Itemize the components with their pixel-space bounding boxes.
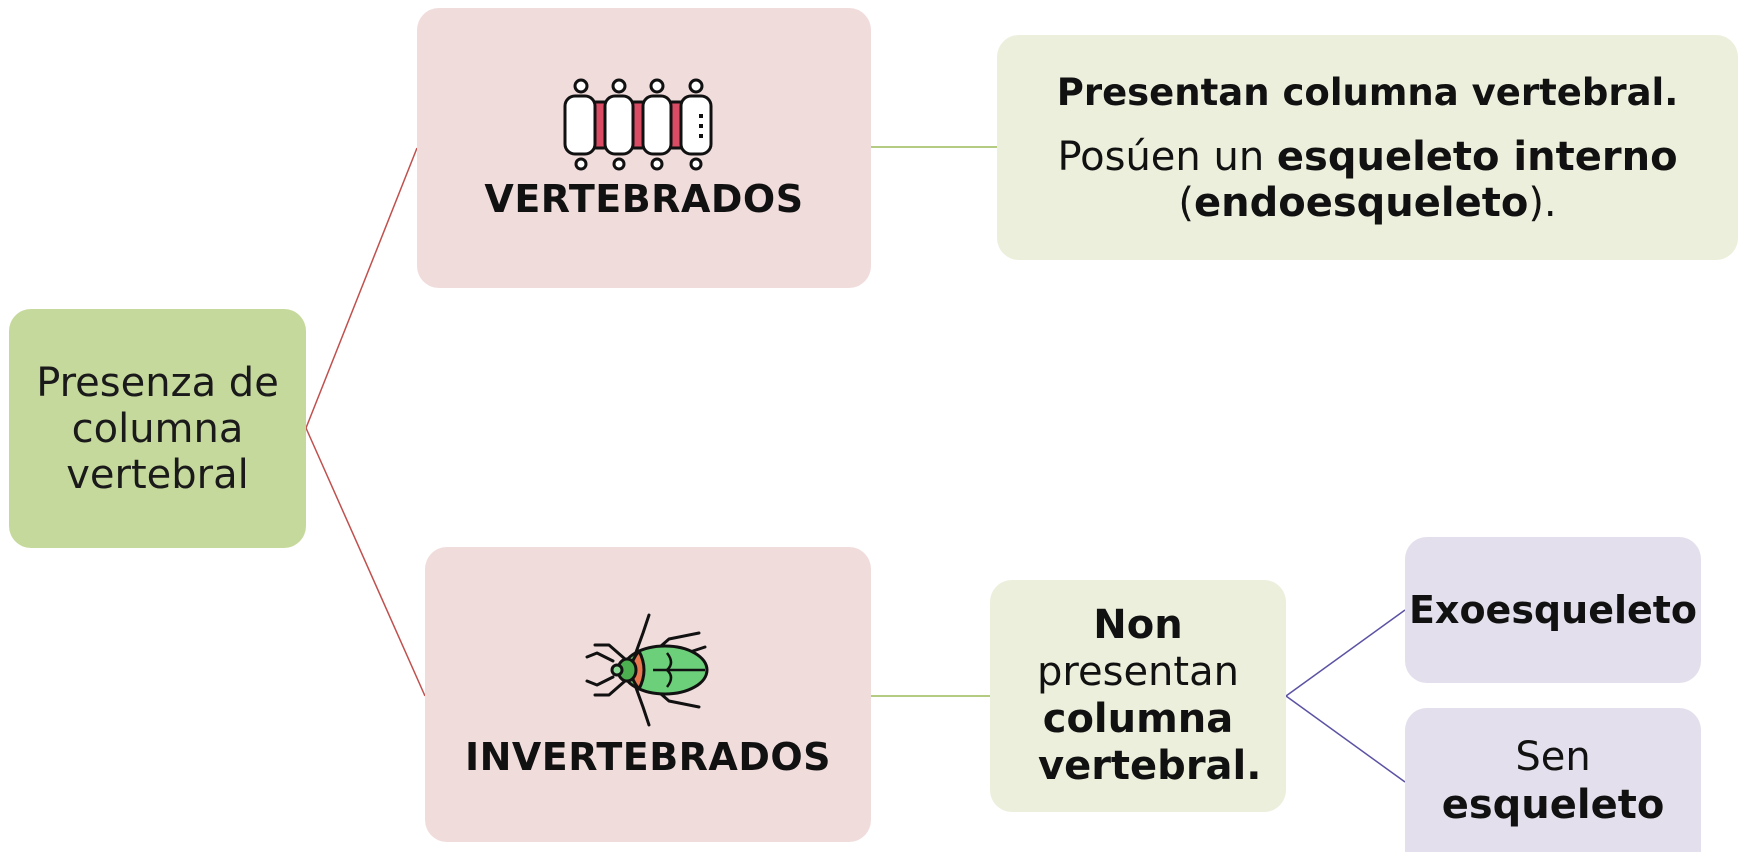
desc-open-paren: ( — [1178, 179, 1194, 226]
connector-non-sen — [1285, 695, 1406, 783]
non-bold: Non — [1093, 602, 1183, 648]
non-bold-column: columna vertebral. — [1038, 696, 1262, 789]
vertebrados-node: VERTEBRADOS — [417, 8, 871, 288]
vertebrados-description: Presentan columna vertebral. Posúen un e… — [997, 35, 1738, 260]
desc-bold-internal-skeleton: esqueleto interno — [1276, 133, 1678, 180]
invertebrados-node: INVERTEBRADOS — [425, 547, 871, 842]
connector-root-vertebrados — [305, 147, 418, 429]
beetle-icon — [585, 613, 709, 726]
invertebrados-label: INVERTEBRADOS — [464, 734, 832, 779]
non-text: presentan — [1037, 649, 1239, 695]
exoesqueleto-label: Exoesqueleto — [1408, 588, 1698, 632]
connector-root-invertebrados — [305, 427, 426, 697]
vertebrados-label: VERTEBRADOS — [484, 176, 804, 221]
sen-esqueleto-node: Sen esqueleto — [1405, 708, 1701, 852]
vertebrados-desc-line2: Posúen un esqueleto interno (endoesquele… — [1057, 134, 1677, 226]
root-label: Presenza de columna vertebral — [36, 359, 279, 498]
sen-text: Sen — [1515, 734, 1591, 780]
invertebrados-description: Non presentan columna vertebral. — [990, 580, 1286, 812]
desc-bold-endoskeleton: endoesqueleto — [1193, 179, 1529, 226]
vertebrados-desc-line1: Presentan columna vertebral. — [1056, 70, 1679, 114]
exoesqueleto-node: Exoesqueleto — [1405, 537, 1701, 683]
desc-text: Posúen un — [1057, 133, 1277, 180]
spine-icon — [563, 78, 713, 170]
connector-non-exo — [1285, 609, 1406, 697]
desc-close-paren: ). — [1528, 179, 1557, 226]
root-node: Presenza de columna vertebral — [9, 309, 306, 548]
sen-bold: esqueleto — [1441, 782, 1665, 828]
